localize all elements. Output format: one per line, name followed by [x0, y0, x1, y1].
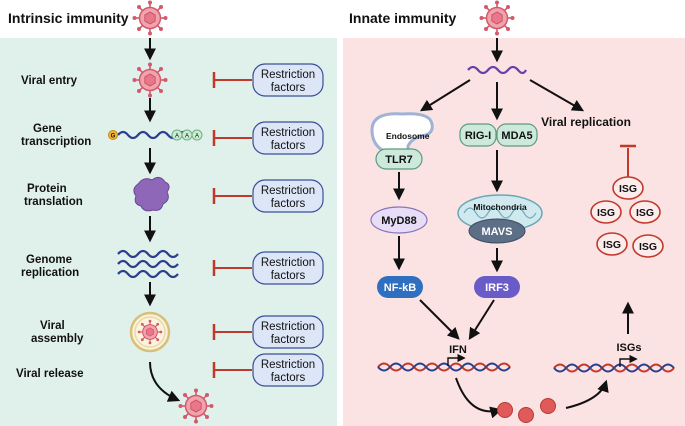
- step-label-viral-release: Viral release: [16, 368, 84, 380]
- arrow-rna-to-replication: [529, 79, 585, 112]
- arrow-to-release: [149, 361, 181, 402]
- isg-label: ISG: [603, 239, 621, 251]
- mda5-label: MDA5: [501, 130, 532, 142]
- step-label-protein-1: Protein: [27, 183, 67, 195]
- endosome-label: Endosome: [386, 131, 430, 141]
- restriction-factors-line-2: factors: [271, 334, 306, 346]
- left-panel-title: Intrinsic immunity: [8, 10, 129, 26]
- ifn-label: IFN: [449, 344, 467, 356]
- rigi-label: RIG-I: [465, 130, 491, 142]
- arrow-nfkb-to-ifn: [419, 299, 460, 340]
- ifn-dna-icon: [377, 353, 511, 372]
- restriction-factors-line-2: factors: [271, 140, 306, 152]
- isgs-dna-icon: [553, 354, 675, 373]
- viral-rna-icon: [467, 65, 527, 75]
- restriction-factors-line-2: factors: [271, 198, 306, 210]
- step-label-assembly-2: assembly: [31, 333, 84, 345]
- rna-cap-label: G: [111, 134, 116, 140]
- restriction-factors-line-1: Restriction: [261, 69, 315, 81]
- restriction-factors-line-1: Restriction: [261, 185, 315, 197]
- rna-cap-icon: [108, 130, 118, 140]
- isg-bubble: ISG: [632, 234, 664, 258]
- isg-label: ISG: [619, 183, 637, 195]
- svg-text:A: A: [185, 134, 189, 140]
- isgs-label: ISGs: [616, 342, 641, 354]
- arrow-secreted-to-isgs: [565, 379, 609, 409]
- step-label-genome-2: replication: [21, 267, 79, 279]
- polya-tail-icon: A A A: [171, 129, 203, 141]
- tlr7-receptor: [375, 148, 423, 170]
- svg-text:A: A: [175, 134, 179, 140]
- restriction-factors-line-1: Restriction: [261, 127, 315, 139]
- restriction-factors-box: [252, 251, 324, 285]
- isg-bubble: ISG: [590, 200, 622, 224]
- restriction-factors-line-2: factors: [271, 372, 306, 384]
- genome-strands-icon: [117, 249, 179, 279]
- step-label-assembly-1: Viral: [40, 320, 65, 332]
- innate-incoming-virus-icon: [478, 0, 516, 37]
- step-labels: Viral entry Gene transcription Protein t…: [16, 75, 91, 380]
- incoming-virus-icon: [131, 0, 169, 37]
- isg-label: ISG: [636, 207, 654, 219]
- step-label-protein-2: translation: [24, 196, 83, 208]
- isg-cluster: ISG ISG ISG ISG ISG: [590, 176, 664, 258]
- right-panel-title: Innate immunity: [349, 10, 457, 26]
- secreted-ifn-icon: [497, 398, 556, 423]
- irf3-node: [474, 276, 520, 298]
- myd88-label: MyD88: [381, 215, 416, 227]
- myd88-node: [370, 206, 428, 234]
- svg-text:A: A: [195, 134, 199, 140]
- step-label-viral-entry: Viral entry: [21, 75, 78, 87]
- restriction-factors-line-1: Restriction: [261, 359, 315, 371]
- restriction-factors-line-2: factors: [271, 270, 306, 282]
- mavs-node: [468, 218, 526, 244]
- mitochondria-label: Mitochondria: [473, 202, 527, 212]
- restriction-factors-column: RestrictionfactorsRestrictionfactorsRest…: [212, 63, 324, 387]
- restriction-factors-box: [252, 121, 324, 155]
- viral-replication-label: Viral replication: [541, 115, 631, 129]
- arrow-rna-to-endosome: [419, 79, 471, 112]
- step-label-gene-2: transcription: [21, 136, 91, 148]
- mavs-label: MAVS: [482, 226, 513, 238]
- step-label-genome-1: Genome: [26, 254, 72, 266]
- irf3-label: IRF3: [485, 282, 509, 294]
- restriction-factors-line-1: Restriction: [261, 321, 315, 333]
- entering-virus-icon: [131, 61, 169, 99]
- rigi-sensor: [459, 123, 497, 147]
- released-virus-icon: [177, 387, 215, 425]
- isg-label: ISG: [639, 241, 657, 253]
- restriction-factors-box: [252, 179, 324, 213]
- restriction-factors-box: [252, 63, 324, 97]
- arrow-ifn-to-secreted: [455, 377, 503, 419]
- isg-label: ISG: [597, 207, 615, 219]
- isg-bubble: ISG: [596, 232, 628, 256]
- isg-bubble: ISG: [629, 200, 661, 224]
- restriction-factors-box: [252, 353, 324, 387]
- isg-bubble: ISG: [612, 176, 644, 200]
- restriction-factors-line-2: factors: [271, 82, 306, 94]
- protein-icon: [133, 176, 170, 212]
- viral-assembly-icon: [129, 311, 171, 353]
- nfkb-label: NF-kB: [384, 282, 416, 294]
- arrow-irf3-to-ifn: [468, 299, 495, 341]
- nfkb-node: [377, 276, 423, 298]
- restriction-factors-box: [252, 315, 324, 349]
- mda5-sensor: [496, 123, 538, 147]
- restriction-factors-line-1: Restriction: [261, 257, 315, 269]
- tlr7-label: TLR7: [385, 154, 413, 166]
- step-label-gene-1: Gene: [33, 123, 62, 135]
